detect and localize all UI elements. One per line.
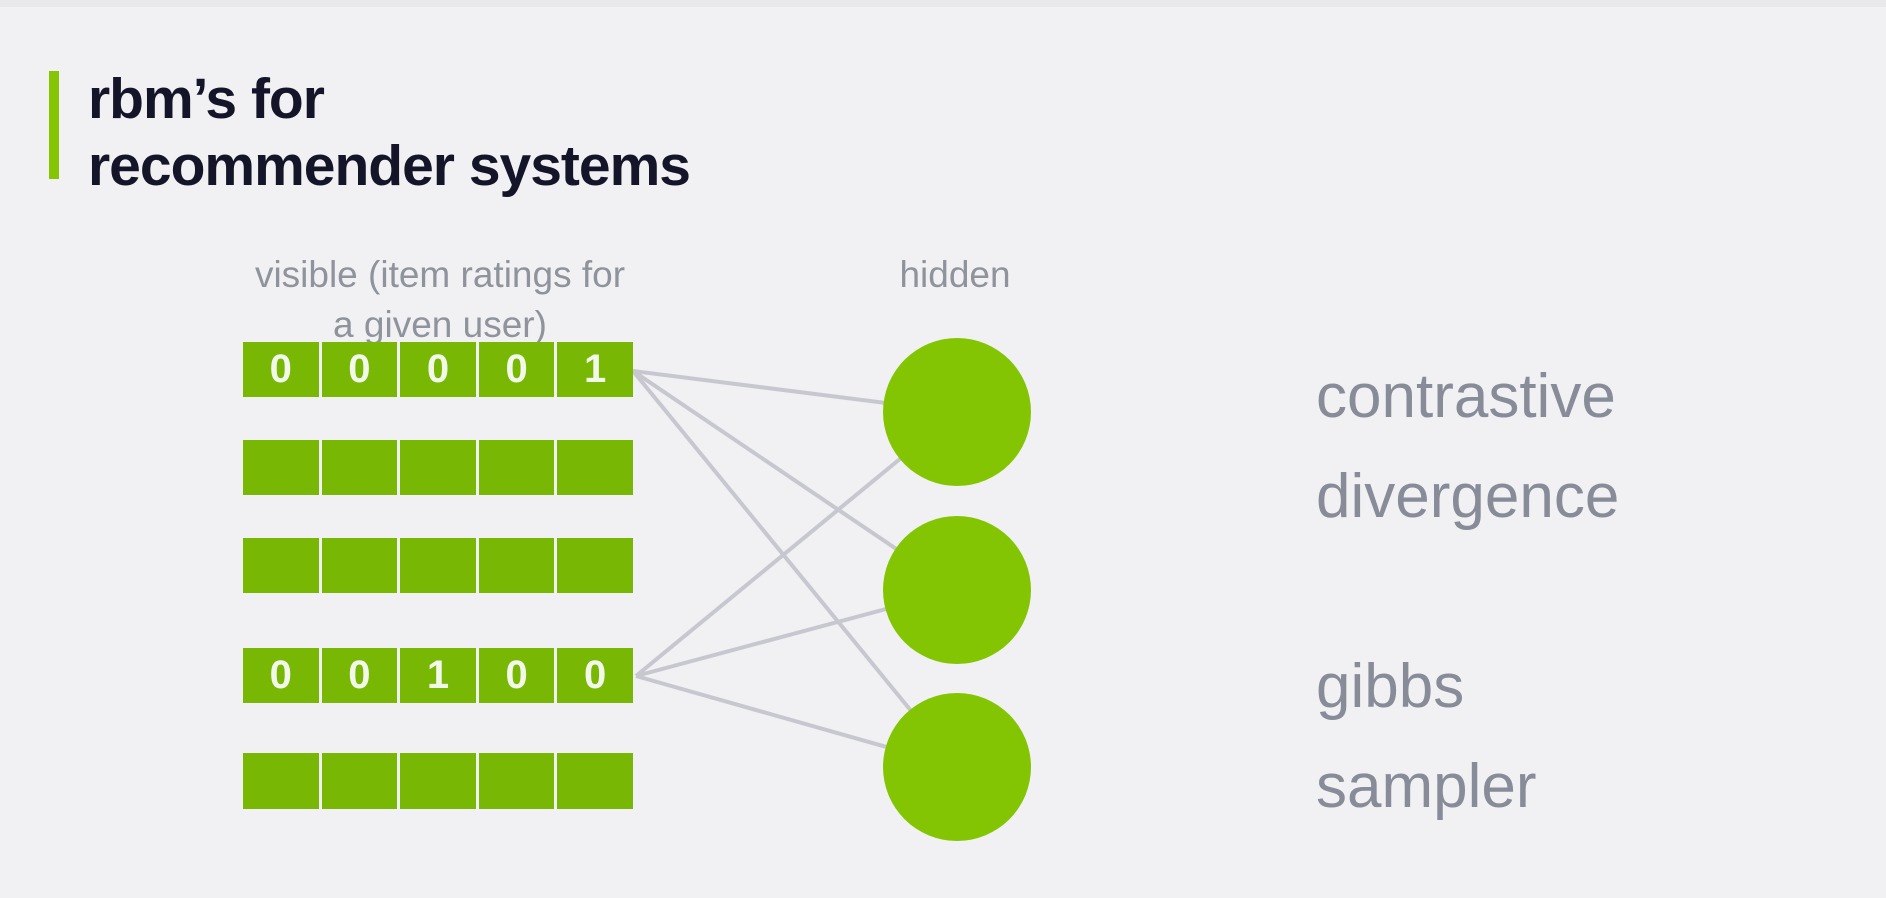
top-strip [0, 0, 1886, 7]
rating-cell [478, 440, 555, 495]
slide-title: rbm’s for recommender systems [88, 66, 691, 200]
rating-cell [557, 753, 633, 809]
rating-cell [478, 538, 555, 593]
slide-title-line1: rbm’s for [88, 67, 325, 131]
connector-line [631, 369, 959, 592]
rating-cell: 0 [321, 648, 398, 703]
rating-cell [321, 753, 398, 809]
visible-row [243, 538, 633, 593]
rating-cell: 0 [321, 342, 398, 397]
visible-row: 0 0 1 0 0 [243, 648, 633, 703]
hidden-unit [883, 516, 1031, 664]
visible-row: 0 0 0 0 1 [243, 342, 633, 397]
rating-cell: 0 [478, 648, 555, 703]
connector-line [635, 588, 958, 678]
rating-cell [557, 538, 633, 593]
hidden-layer-label: hidden [899, 254, 1011, 295]
visible-row [243, 440, 633, 495]
visible-layer-label-line1: visible (item ratings for [254, 254, 626, 295]
visible-layer-label-line2: a given user) [333, 304, 547, 345]
annotation-gibbs-sampler: gibbs sampler [1316, 637, 1537, 837]
rating-cell [557, 440, 633, 495]
hidden-unit [883, 693, 1031, 841]
rating-cell [400, 538, 476, 593]
connector-line [632, 369, 958, 414]
connector-line [635, 674, 958, 769]
rating-cell [243, 440, 319, 495]
annotation-line: divergence [1316, 462, 1620, 531]
rating-cell: 1 [557, 342, 633, 397]
rating-cell [321, 538, 398, 593]
annotation-contrastive-divergence: contrastive divergence [1316, 347, 1619, 547]
rating-cell [243, 538, 319, 593]
rating-cell: 1 [400, 648, 476, 703]
title-accent-bar [49, 71, 59, 179]
rating-cell: 0 [243, 342, 319, 397]
rating-cell: 0 [478, 342, 555, 397]
annotation-line: gibbs [1316, 652, 1465, 721]
annotation-line: sampler [1316, 752, 1537, 821]
visible-row [243, 753, 633, 809]
rating-cell [478, 753, 555, 809]
rating-cell [321, 440, 398, 495]
rating-cell [400, 440, 476, 495]
connector-line [631, 369, 959, 769]
visible-layer-label: visible (item ratings for a given user) [190, 250, 690, 350]
rating-cell: 0 [400, 342, 476, 397]
rating-cell [400, 753, 476, 809]
slide-title-line2: recommender systems [88, 134, 691, 198]
hidden-unit [883, 338, 1031, 486]
rating-cell: 0 [557, 648, 633, 703]
annotation-line: contrastive [1316, 362, 1616, 431]
rating-cell [243, 753, 319, 809]
rating-cell: 0 [243, 648, 319, 703]
connector-line [634, 410, 959, 678]
